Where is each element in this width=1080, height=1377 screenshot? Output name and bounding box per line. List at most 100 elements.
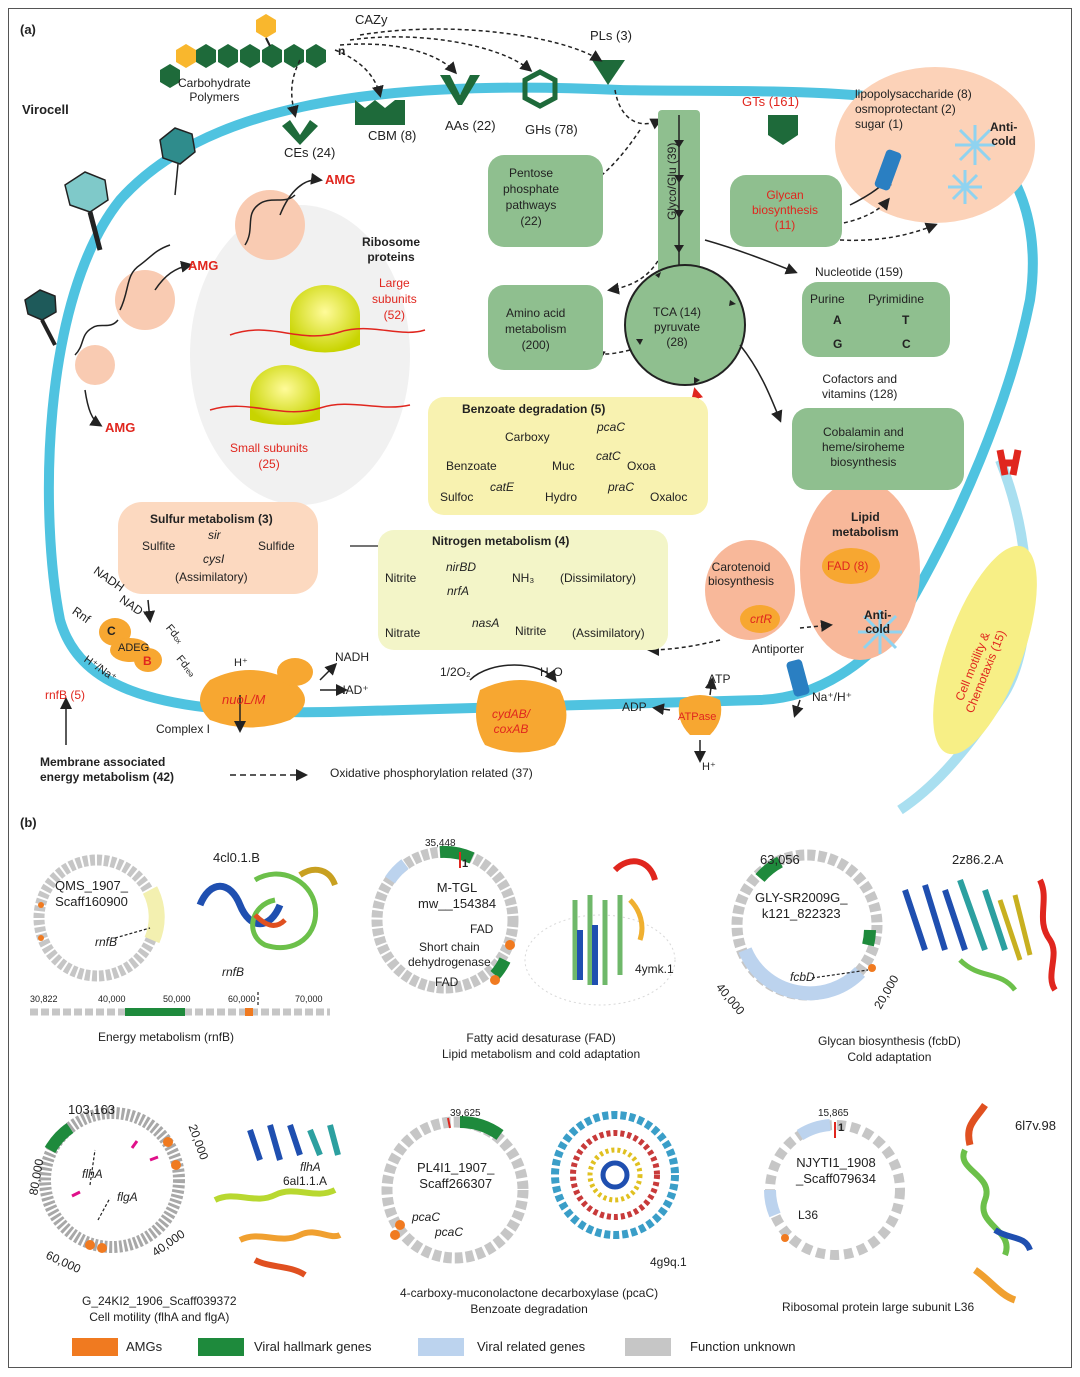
small-subunits: Small subunits (25) [230,441,309,471]
genome1-gene: rnfB [95,935,118,949]
legend-unknown: Function unknown [690,1339,796,1354]
o2-label: 1/2O₂ [440,665,471,679]
genome6-pdb: 6l7v.98 [1015,1118,1056,1133]
sulfide: Sulfide [258,539,295,553]
oxaloc: Oxaloc [650,490,688,504]
gene-nasa: nasA [472,616,500,630]
ces-label: CEs (24) [284,145,336,160]
amg-label-1: AMG [325,172,356,187]
genome-map-1 [30,854,330,1016]
nuol-label: nuoL/M [222,692,266,707]
nitrate: Nitrate [385,626,421,640]
glycan-label: Glycan biosynthesis (11) [752,188,819,232]
complex-i: Complex I [156,722,211,736]
h-plus-2: H⁺ [702,761,716,773]
genome1-tick-3: 60,000 [228,994,256,1004]
genome-map-4 [39,1107,185,1253]
genome3-caption: Glycan biosynthesis (fcbD) Cold adaptati… [818,1034,961,1064]
fad-blob [822,548,880,584]
tca-cycle [624,264,746,386]
nitrite: Nitrite [385,571,417,585]
h-plus-1: H⁺ [234,657,248,669]
cofactors-label: Cofactors and vitamins (128) [822,372,898,401]
cyd-label: cydAB/ coxAB [492,707,531,736]
anticold-label-2: Anti- cold [864,608,892,636]
genome1-gene2: rnfB [222,965,245,979]
gene-catc: catC [596,449,621,463]
oxoa: Oxoa [627,459,656,473]
atp-label: ATP [708,672,731,686]
cobalamin-label: Cobalamin and heme/siroheme biosynthesis [822,425,905,469]
genome4-caption: G_24KI2_1906_Scaff039372 Cell motility (… [82,1294,237,1324]
base-c: C [902,337,911,351]
ribosome-blob [190,205,410,505]
genome2-one: 1 [462,858,469,870]
genome2-fad2: FAD [435,975,459,989]
genome2-name: M-TGL mw__154384 [418,880,497,911]
legend-swatch-related [418,1338,464,1356]
genome-map-3 [731,849,883,1001]
genome1-name: QMS_1907_ Scaff160900 [55,878,128,909]
ribosome-title: Ribosome proteins [362,235,421,264]
amino-acid-box [488,285,603,370]
motility-motor [996,449,1022,476]
genome6-caption: Ribosomal protein large subunit L36 [782,1300,975,1314]
rnfb-label: rnfB (5) [45,688,86,702]
membrane-energy-label: Membrane associated energy metabolism (4… [40,755,175,784]
nadh-2: NADH [335,650,370,664]
tca-label: TCA (14) pyruvate (28) [653,305,702,349]
pentose-label: Pentose phosphate pathways (22) [503,166,560,228]
ce-icon [282,120,318,145]
cbm-label: CBM (8) [368,128,417,143]
carbohydrate-polymer-graphic [160,14,326,88]
h2o-label: H₂O [540,665,563,679]
anticold-label-1: Anti- cold [990,120,1018,148]
legend-related: Viral related genes [477,1339,586,1354]
genome-map-5 [381,1116,529,1264]
polymer-n: n [338,44,346,58]
nitrogen-box [378,530,668,650]
panel-a-label: (a) [20,22,36,37]
genome1-tick-1: 40,000 [98,994,126,1004]
na-h-label: Na⁺/H⁺ [812,690,853,704]
genome1-tick-4: 70,000 [295,994,323,1004]
legend-swatch-hallmark [198,1338,244,1356]
glycan-box [730,175,842,247]
gt-icon [768,115,798,145]
sulfur-title: Sulfur metabolism (3) [150,512,273,526]
aa-icon [440,75,480,105]
nucleotide-label: Nucleotide (159) [815,265,904,279]
gh-icon [522,69,558,109]
fad-label: FAD (8) [827,559,869,573]
nitrite-2: Nitrite [515,624,547,638]
genome3-pos: 63,056 [760,852,800,867]
gene-nrfa: nrfA [447,584,470,598]
genome5-name: PL4I1_1907_ Scaff266307 [417,1160,495,1191]
snowflake-icons [858,125,995,654]
amino-acid-label: Amino acid metabolism (200) [505,306,567,352]
cobalamin-box [792,408,964,490]
protein-structure-1 [196,866,338,951]
purine-label: Purine [810,292,845,306]
base-t: T [902,313,910,327]
muc: Muc [552,459,575,473]
benzoate-box [428,397,708,515]
phage-graphics [24,127,196,346]
assimilatory-1: (Assimilatory) [175,570,248,584]
motility-blob [933,545,1037,755]
cbm-icon [355,100,405,125]
protein-structure-3 [902,878,1058,992]
oxphos-label: Oxidative phosphorylation related (37) [330,766,533,780]
gene-cysi: cysI [203,552,225,566]
legend-swatch-amg [72,1338,118,1356]
nadp-2: NAD⁺ [337,683,369,697]
amg-label-2: AMG [188,258,219,273]
benzoate-title: Benzoate degradation (5) [462,402,606,416]
genome4-gene1: flhA [82,1167,103,1181]
genome2-pos: 35,448 [425,838,456,849]
genome6-pos: 15,865 [818,1108,849,1119]
gene-sir: sir [208,528,221,542]
pentose-box [488,155,603,247]
pyrimidine-label: Pyrimidine [868,292,925,306]
genome2-caption: Fatty acid desaturase (FAD) Lipid metabo… [442,1031,641,1061]
